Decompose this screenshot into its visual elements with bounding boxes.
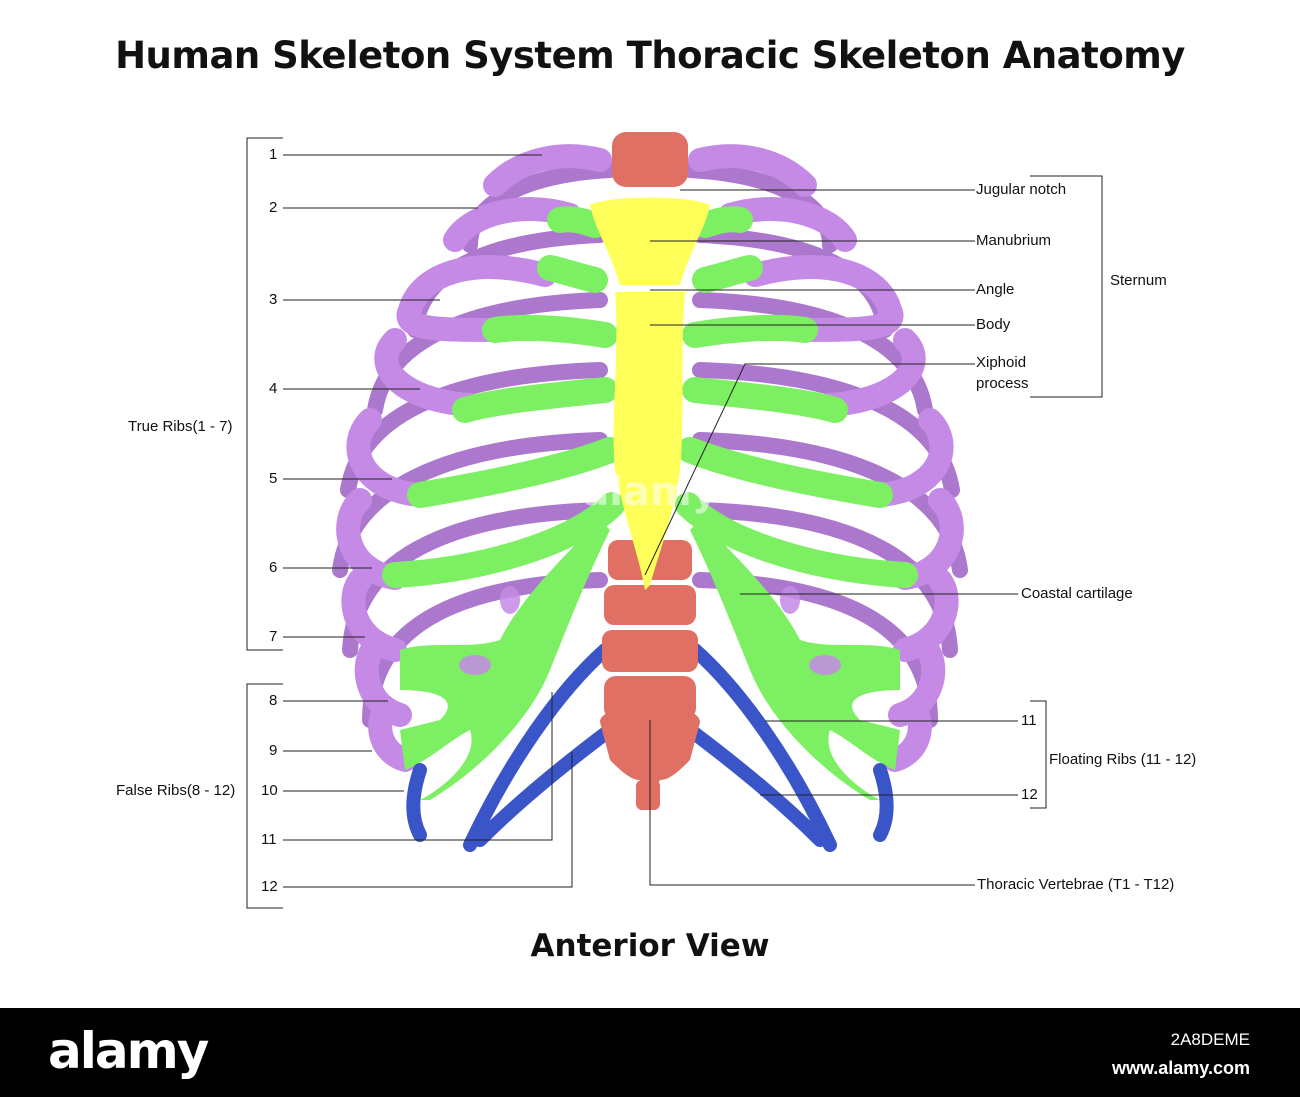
rib-number-1: 1 <box>269 146 278 163</box>
rib-number-2: 2 <box>269 199 278 216</box>
rib-number-8: 8 <box>269 692 278 709</box>
rib-number-5: 5 <box>269 470 278 487</box>
anterior-ribs <box>336 144 964 772</box>
xiphoid-process-label-line1: Xiphoid <box>976 354 1027 371</box>
body-label: Body <box>976 316 1011 333</box>
jugular-notch-label: Jugular notch <box>976 181 1067 198</box>
true-ribs-label: True Ribs(1 - 7) <box>128 418 233 435</box>
floating-ribs-label: Floating Ribs (11 - 12) <box>1049 751 1197 768</box>
footer-url: www.alamy.com <box>1111 1058 1250 1078</box>
xiphoid-process-label-line2: process <box>976 375 1029 392</box>
floating-rib-number-11: 11 <box>1021 712 1037 729</box>
rib-number-10: 10 <box>261 782 278 799</box>
footer-logo: alamy <box>48 1022 209 1080</box>
thoracic-vertebrae-label: Thoracic Vertebrae (T1 - T12) <box>977 876 1175 893</box>
rib-cage-diagram: alamy <box>246 132 1103 909</box>
footer-image-id: 2A8DEME <box>1170 1030 1250 1049</box>
false-ribs-label: False Ribs(8 - 12) <box>116 782 236 799</box>
rib-number-7: 7 <box>269 628 278 645</box>
coastal-cartilage-label: Coastal cartilage <box>1021 585 1133 602</box>
manubrium-label: Manubrium <box>976 232 1052 249</box>
rib-number-12: 12 <box>261 878 278 895</box>
page-title: Human Skeleton System Thoracic Skeleton … <box>115 34 1185 77</box>
floating-rib-number-12: 12 <box>1021 786 1038 803</box>
floating-ribs <box>406 643 894 852</box>
rib-number-4: 4 <box>269 380 278 397</box>
lower-cartilage-mass <box>400 520 900 800</box>
view-caption: Anterior View <box>530 928 770 964</box>
sternum-label: Sternum <box>1110 272 1167 289</box>
angle-label: Angle <box>976 281 1015 298</box>
footer-bar: alamy 2A8DEME www.alamy.com <box>0 1008 1300 1097</box>
costal-cartilage-shapes <box>382 206 918 588</box>
rib-number-9: 9 <box>269 742 278 759</box>
rib-number-11: 11 <box>261 831 277 848</box>
center-watermark: alamy <box>582 469 717 515</box>
leader-lines <box>246 137 1103 909</box>
cartilage-holes <box>459 586 841 675</box>
rib-number-3: 3 <box>269 291 278 308</box>
rib-number-6: 6 <box>269 559 278 576</box>
